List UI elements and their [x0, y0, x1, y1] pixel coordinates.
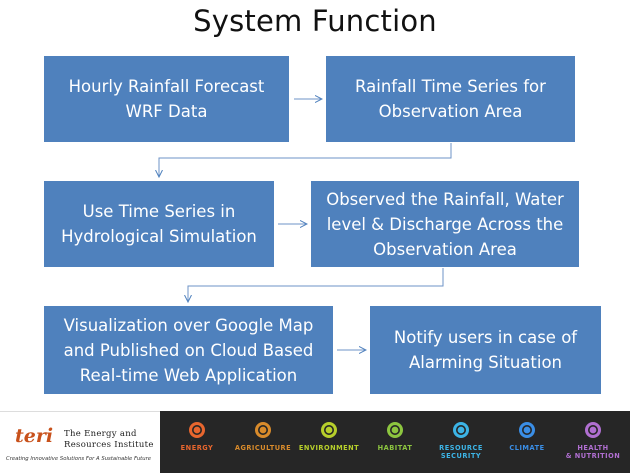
environment-icon [321, 422, 337, 438]
theme-item: HABITAT [366, 411, 424, 452]
theme-label: ENVIRONMENT [298, 444, 360, 452]
theme-item: ENERGY [168, 411, 226, 452]
resource-icon [453, 422, 469, 438]
agriculture-icon [255, 422, 271, 438]
connector-4-5 [188, 268, 444, 302]
theme-item: AGRICULTURE [234, 411, 292, 452]
theme-item: CLIMATE [498, 411, 556, 452]
theme-strip: ENERGY AGRICULTURE ENVIRONMENT HABITAT RESOU… [160, 411, 630, 473]
health-icon [585, 422, 601, 438]
theme-label: CLIMATE [509, 444, 545, 452]
climate-icon [519, 422, 535, 438]
page-title: System Function [193, 4, 437, 38]
org-name: The Energy and Resources Institute [64, 429, 154, 450]
theme-item: HEALTH& NUTRITION [564, 411, 622, 460]
energy-icon [189, 422, 205, 438]
theme-label: AGRICULTURE [234, 444, 292, 452]
connector-2-3 [159, 143, 452, 177]
org-tagline: Creating Innovative Solutions For A Sust… [6, 456, 152, 462]
habitat-icon [387, 422, 403, 438]
theme-label: HABITAT [377, 444, 413, 452]
theme-label: ENERGY [180, 444, 214, 452]
footer-banner: teri The Energy and Resources Institute … [0, 411, 630, 473]
theme-item: ENVIRONMENT [298, 411, 360, 452]
teri-branding: teri The Energy and Resources Institute … [0, 411, 160, 473]
teri-logo: teri [15, 425, 54, 447]
theme-label: HEALTH& NUTRITION [565, 444, 621, 460]
